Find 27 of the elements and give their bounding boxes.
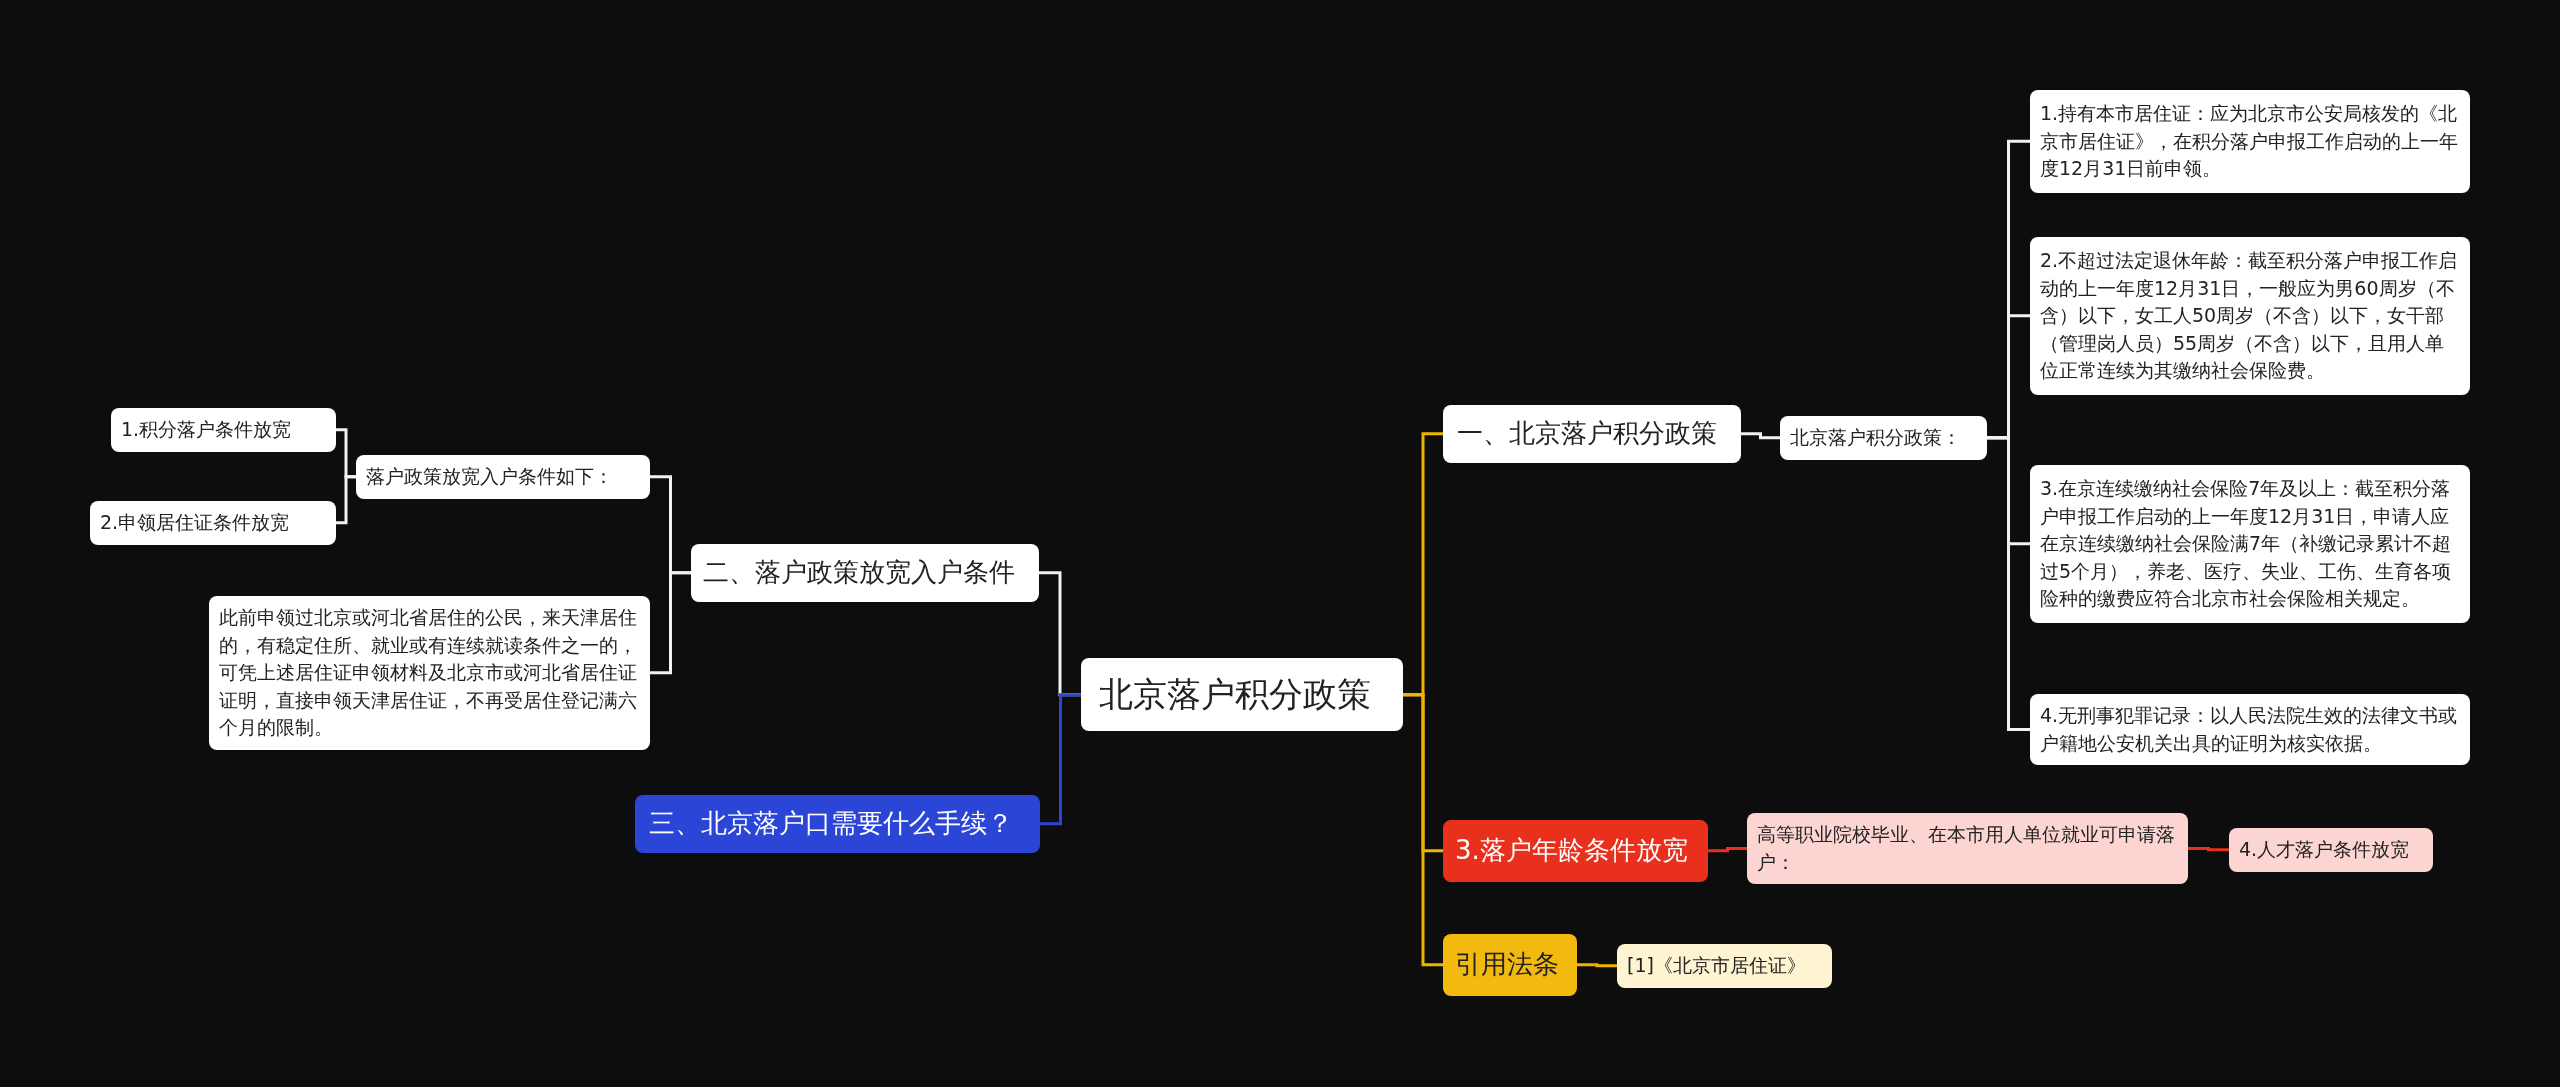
subtopic-box: [1]《北京市居住证》 [1617,944,1832,988]
subtopic-box: 此前申领过北京或河北省居住的公民，来天津居住的，有稳定住所、就业或有连续就读条件之一的，可凭上述居住证申领材料及北京市或河北省居住证证明，直接申领天津居住证，不再受居住登记满六个月的限制。 [209,596,650,750]
connector-line [1577,963,1617,968]
central-topic: 北京落户积分政策 [1081,658,1403,732]
connector-line [1403,693,1443,967]
subtopic-box: 落户政策放宽入户条件如下： [356,455,650,499]
subtopic-box: 4.无刑事犯罪记录：以人民法院生效的法律文书或户籍地公安机关出具的证明为核实依据。 [2030,694,2470,766]
subtopic-box: 2.申领居住证条件放宽 [90,501,336,545]
subtopic-box: 1.积分落户条件放宽 [111,408,336,452]
branch-topic: 三、北京落户口需要什么手续？ [635,795,1040,853]
connector-line [1040,693,1081,826]
branch-topic: 二、落户政策放宽入户条件 [691,544,1039,602]
connector-line [336,475,356,525]
subtopic-box: 3.在京连续缴纳社会保险7年及以上：截至积分落户申报工作启动的上一年度12月31日，申请人应在京连续缴纳社会保险满7年（补缴记录累计不超过5个月），养老、医疗、失业、工伤、生育各项险种的缴费应符合北京市社会保险相关规定。 [2030,465,2470,623]
subtopic-box: 北京落户积分政策： [1780,416,1987,460]
connector-line [1708,847,1747,853]
connector-line [2188,847,2229,852]
subtopic-box: 2.不超过法定退休年龄：截至积分落户申报工作启动的上一年度12月31日，一般应为男60周岁（不含）以下，女工人50周岁（不含）以下，女干部（管理岗人员）55周岁（不含）以下，且用人单位正常连续为其缴纳社会保险费。 [2030,237,2470,395]
subtopic-box: 4.人才落户条件放宽 [2229,828,2433,872]
subtopic-box: 1.持有本市居住证：应为北京市公安局核发的《北京市居住证》，在积分落户申报工作启动的上一年度12月31日前申领。 [2030,90,2470,193]
subtopic-box: 高等职业院校毕业、在本市用人单位就业可申请落户： [1747,813,2188,885]
connector-line [1741,432,1780,440]
connector-line [650,571,691,675]
branch-topic: 一、北京落户积分政策 [1443,405,1741,463]
connector-line [1987,436,2030,732]
branch-topic: 引用法条 [1443,934,1577,996]
branch-topic: 3.落户年龄条件放宽 [1443,820,1708,882]
